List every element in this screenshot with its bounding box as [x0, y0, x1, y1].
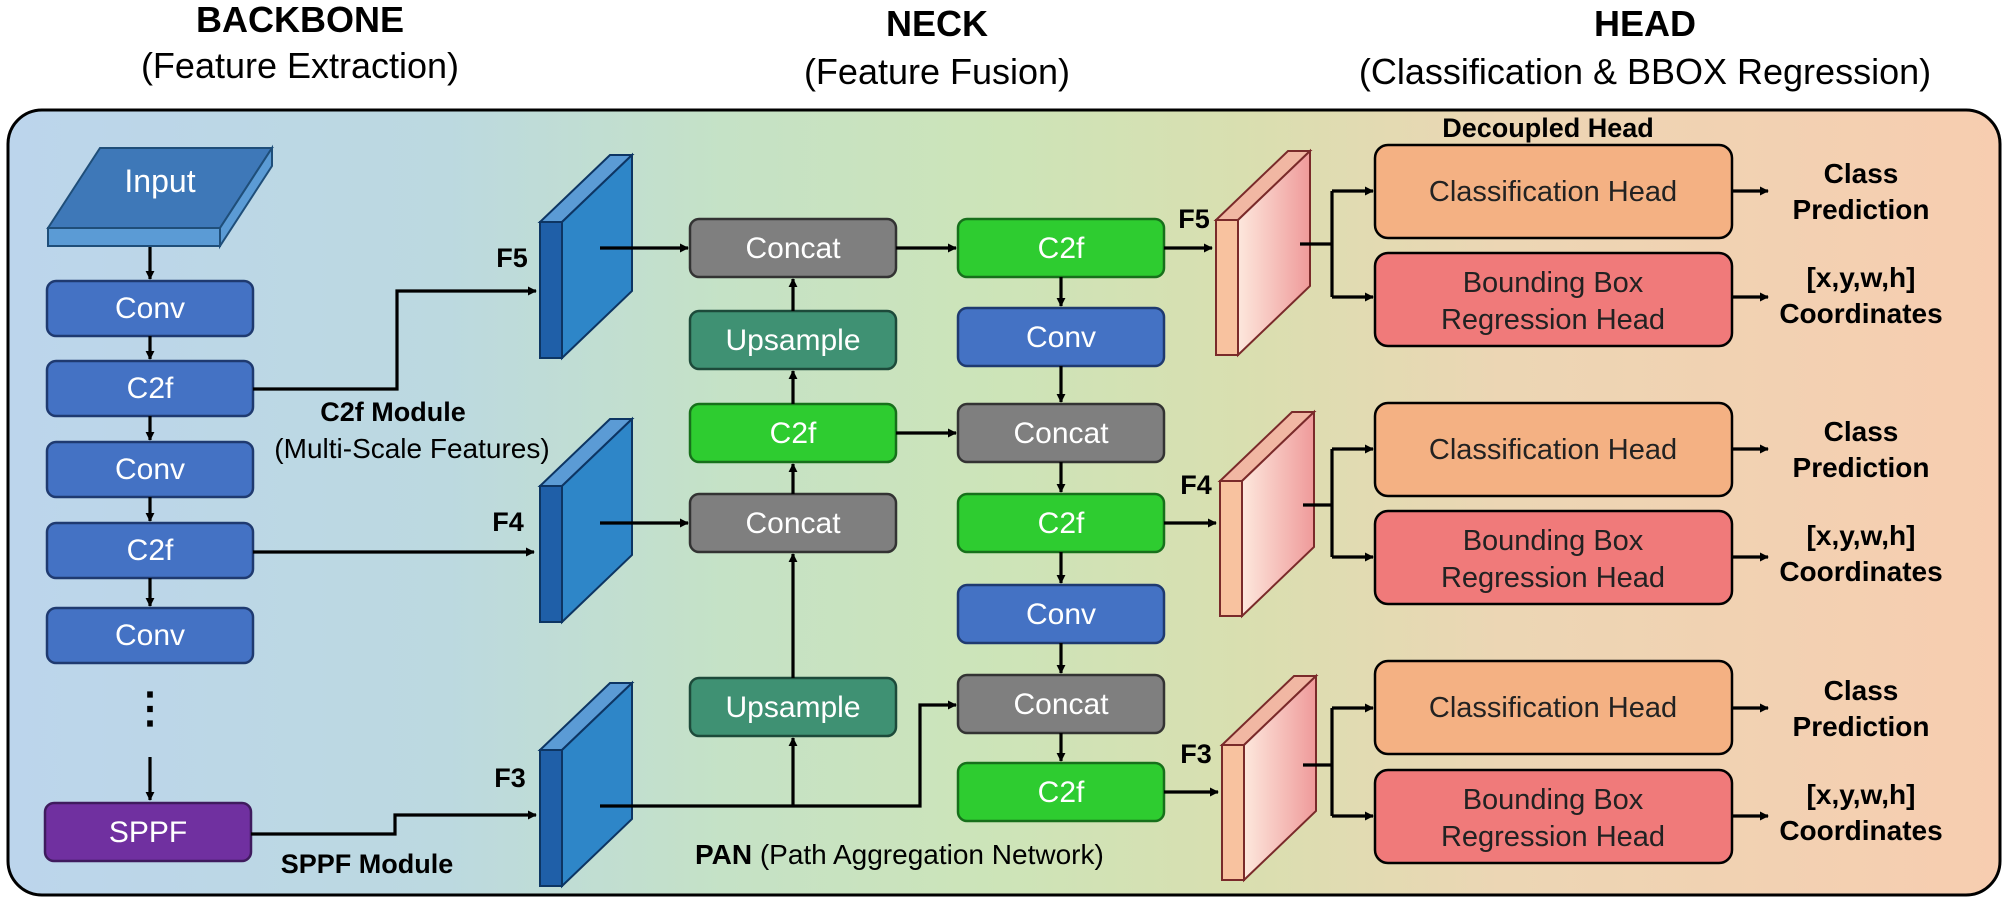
bbox-regression-head-1-line1: Bounding Box — [1463, 267, 1644, 299]
neck-connectors — [600, 243, 1219, 808]
bbox-regression-head-1: Bounding Box Regression Head — [1373, 251, 1734, 348]
backbone-to-feature-connectors — [251, 286, 537, 836]
bbox-regression-head-2: Bounding Box Regression Head — [1373, 509, 1734, 606]
neck-out-c2f-top-label: C2f — [1038, 232, 1085, 265]
backbone-conv-3-label: Conv — [115, 619, 185, 652]
coordinates-2-line2: Coordinates — [1779, 556, 1942, 587]
head-feature-map-f5 — [1213, 148, 1313, 358]
feature-label-f4-backbone: F4 — [492, 507, 524, 537]
neck-title: NECK — [886, 3, 988, 44]
neck-concat-mid: Concat — [688, 492, 898, 554]
bbox-regression-head-2-line1: Bounding Box — [1463, 525, 1644, 557]
sppf-module-label: SPPF Module — [281, 849, 454, 879]
class-prediction-3-line2: Prediction — [1793, 711, 1930, 742]
class-prediction-1-line2: Prediction — [1793, 194, 1930, 225]
bbox-regression-head-3-line2: Regression Head — [1441, 821, 1665, 853]
head-feature-map-f4 — [1217, 409, 1317, 619]
classification-head-1: Classification Head — [1373, 143, 1734, 240]
neck-upsample-bottom: Upsample — [688, 676, 898, 738]
neck-out-concat-bottom: Concat — [956, 673, 1166, 735]
neck-c2f-mid: C2f — [688, 402, 898, 464]
neck-c2f-mid-label: C2f — [770, 417, 817, 450]
neck-upsample-top-label: Upsample — [725, 324, 860, 357]
neck-out-conv-top-label: Conv — [1026, 321, 1096, 354]
neck-concat-top: Concat — [688, 217, 898, 279]
class-prediction-2-line1: Class — [1824, 416, 1899, 447]
pan-annotation-bold: PAN — [695, 839, 752, 870]
classification-head-2-label: Classification Head — [1429, 434, 1677, 466]
neck-out-c2f-bottom: C2f — [956, 761, 1166, 823]
feature-map-f3 — [537, 680, 635, 889]
head-feature-map-f3 — [1219, 673, 1319, 883]
backbone-ellipsis: ⋮ — [129, 684, 171, 731]
coordinates-2-line1: [x,y,w,h] — [1807, 520, 1916, 551]
neck-concat-mid-label: Concat — [745, 507, 841, 540]
coordinates-3-line2: Coordinates — [1779, 815, 1942, 846]
coordinates-3-line1: [x,y,w,h] — [1807, 779, 1916, 810]
backbone-c2f-2-label: C2f — [127, 534, 174, 567]
classification-head-3: Classification Head — [1373, 659, 1734, 756]
neck-out-c2f-mid: C2f — [956, 492, 1166, 554]
head-title: HEAD — [1594, 3, 1696, 44]
neck-out-c2f-bottom-label: C2f — [1038, 776, 1085, 809]
c2f-module-label: C2f Module — [320, 397, 466, 427]
backbone-c2f-2: C2f — [45, 521, 255, 580]
bbox-regression-head-3: Bounding Box Regression Head — [1373, 768, 1734, 865]
neck-out-conv-top: Conv — [956, 306, 1166, 368]
input-block: Input — [46, 144, 274, 250]
backbone-c2f-1: C2f — [45, 359, 255, 418]
decoupled-head-label: Decoupled Head — [1442, 113, 1654, 143]
backbone-conv-2-label: Conv — [115, 453, 185, 486]
neck-out-concat-mid: Concat — [956, 402, 1166, 464]
neck-out-c2f-top: C2f — [956, 217, 1166, 279]
backbone-conv-1: Conv — [45, 279, 255, 338]
backbone-conv-3: Conv — [45, 606, 255, 665]
neck-subtitle: (Feature Fusion) — [804, 51, 1070, 92]
neck-upsample-top: Upsample — [688, 309, 898, 371]
neck-concat-top-label: Concat — [745, 232, 841, 265]
classification-head-3-label: Classification Head — [1429, 692, 1677, 724]
neck-out-c2f-mid-label: C2f — [1038, 507, 1085, 540]
backbone-sppf: SPPF — [43, 801, 253, 863]
head-branch-connectors — [1300, 186, 1769, 821]
feature-map-f4 — [537, 416, 635, 625]
backbone-sppf-label: SPPF — [109, 816, 187, 849]
bbox-regression-head-3-line1: Bounding Box — [1463, 784, 1644, 816]
feature-map-f5 — [537, 152, 635, 361]
backbone-c2f-1-label: C2f — [127, 372, 174, 405]
neck-upsample-bottom-label: Upsample — [725, 691, 860, 724]
feature-label-f3-backbone: F3 — [494, 763, 526, 793]
classification-head-1-label: Classification Head — [1429, 176, 1677, 208]
input-label: Input — [124, 163, 195, 199]
backbone-conv-2: Conv — [45, 440, 255, 499]
pan-annotation: PAN (Path Aggregation Network) — [695, 839, 1104, 870]
neck-out-conv-bottom: Conv — [956, 583, 1166, 645]
neck-out-conv-bottom-label: Conv — [1026, 598, 1096, 631]
feature-label-f5-backbone: F5 — [496, 243, 528, 273]
head-subtitle: (Classification & BBOX Regression) — [1359, 51, 1931, 92]
feature-label-f3-head: F3 — [1180, 739, 1212, 769]
backbone-title: BACKBONE — [196, 0, 404, 40]
coordinates-1-line1: [x,y,w,h] — [1807, 262, 1916, 293]
c2f-module-sublabel: (Multi-Scale Features) — [274, 433, 549, 464]
bbox-regression-head-1-line2: Regression Head — [1441, 304, 1665, 336]
feature-label-f4-head: F4 — [1180, 470, 1212, 500]
feature-label-f5-head: F5 — [1178, 204, 1210, 234]
coordinates-1-line2: Coordinates — [1779, 298, 1942, 329]
class-prediction-1-line1: Class — [1824, 158, 1899, 189]
classification-head-2: Classification Head — [1373, 401, 1734, 498]
backbone-subtitle: (Feature Extraction) — [141, 45, 459, 86]
neck-out-concat-mid-label: Concat — [1013, 417, 1109, 450]
pan-annotation-rest: (Path Aggregation Network) — [752, 839, 1104, 870]
bbox-regression-head-2-line2: Regression Head — [1441, 562, 1665, 594]
backbone-conv-1-label: Conv — [115, 292, 185, 325]
neck-out-concat-bottom-label: Concat — [1013, 688, 1109, 721]
class-prediction-2-line2: Prediction — [1793, 452, 1930, 483]
class-prediction-3-line1: Class — [1824, 675, 1899, 706]
